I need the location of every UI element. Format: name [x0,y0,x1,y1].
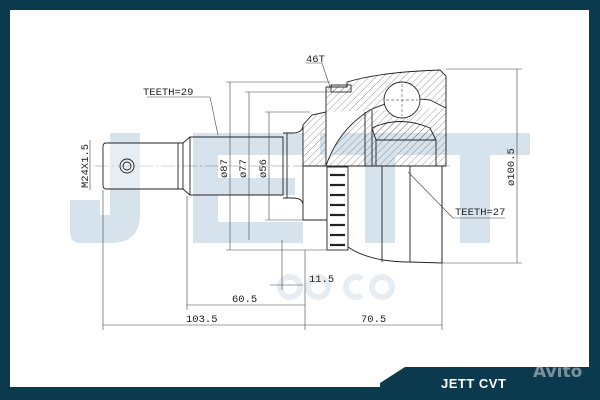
label-dia-77: ø77 [238,159,250,178]
label-dia-56: ø56 [258,159,270,178]
avito-watermark: Avito [533,362,583,382]
inner-race-section [371,121,437,141]
label-103-5: 103.5 [186,314,218,326]
flange-face [302,166,327,221]
label-46t: 46T [306,54,325,66]
avto-watermark [277,274,395,300]
label-70-5: 70.5 [361,314,386,326]
spline-shaft [182,136,284,196]
label-teeth-27: TEETH=27 [455,207,505,219]
dimension-lines [89,62,522,330]
bell-housing-section [302,69,447,167]
cotter-hole [119,158,135,174]
label-dia-87: ø87 [219,159,231,178]
abs-ring [326,166,349,251]
label-thread: M24X1.5 [80,144,92,188]
brand-label: JETT CVT [441,376,507,391]
drawing-sheet [10,10,589,387]
label-60-5: 60.5 [232,294,257,306]
abs-teeth-section [330,84,352,93]
threaded-stub [102,142,184,190]
label-dia-100-5: ø100.5 [506,148,518,186]
label-11-5: 11.5 [309,274,334,286]
label-teeth-29: TEETH=29 [143,87,193,99]
